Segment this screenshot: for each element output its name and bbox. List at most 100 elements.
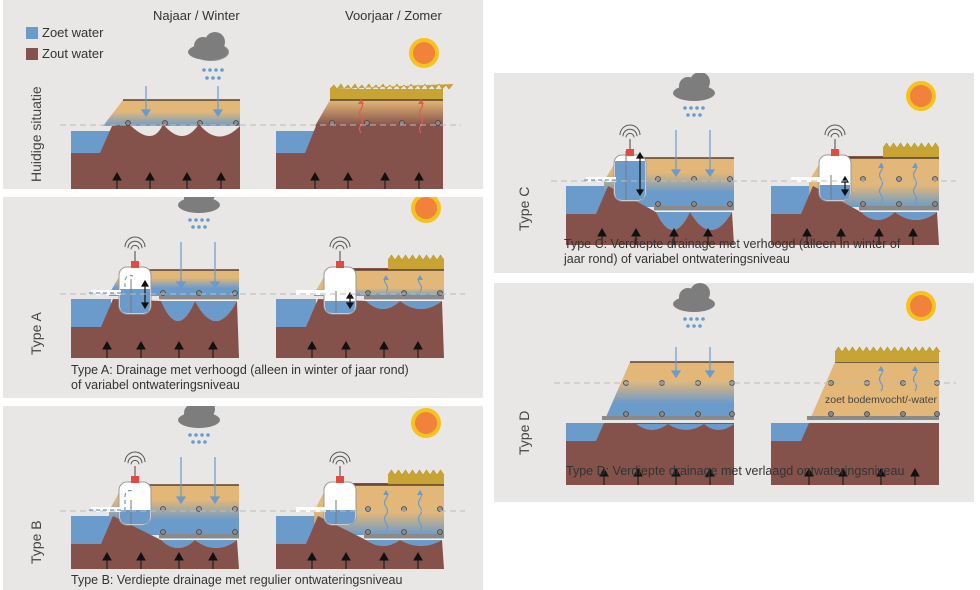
surface-line: [328, 483, 388, 485]
cloud-icon: [178, 197, 220, 213]
drain-pipe: [932, 201, 938, 207]
arrow-head: [417, 275, 423, 280]
caption: Type C: Verdiepte drainage met verhoogd …: [564, 237, 900, 267]
drain-pipe: [896, 176, 902, 182]
salt-soil: [276, 299, 444, 358]
scene-winter: [71, 32, 240, 189]
wifi-arc: [127, 240, 143, 249]
side-label: Type B: [28, 520, 44, 564]
sensor: [131, 476, 139, 483]
arrow-head: [208, 340, 218, 350]
salt-soil: [276, 516, 444, 569]
sun-icon: [411, 197, 441, 223]
sun-icon: [906, 291, 936, 321]
sun-disc: [415, 412, 437, 434]
arrow-head: [633, 467, 643, 477]
arrow-head: [209, 496, 221, 505]
sand-layer: [606, 362, 734, 417]
cloud-part: [178, 197, 220, 213]
rain-icon: [188, 433, 210, 444]
freshwater-lens: [366, 301, 444, 309]
legend-label: Zoet water: [42, 25, 104, 40]
drain-pipe: [623, 411, 629, 417]
raindrop: [188, 433, 192, 437]
raindrop: [692, 324, 696, 328]
legend-item-zout: Zout water: [26, 43, 103, 64]
raindrop: [200, 433, 204, 437]
arrow-head: [136, 551, 146, 561]
drain-pipe: [437, 529, 443, 535]
sun-disc: [910, 85, 932, 107]
cloud-icon: [178, 406, 220, 428]
arrow-head: [140, 279, 150, 287]
caption: Type B: Verdiepte drainage met regulier …: [71, 573, 402, 588]
arrow-head: [379, 551, 389, 561]
annotation-zoet-bodemvocht: zoet bodemvocht/-water: [825, 394, 938, 406]
grass-layer: [388, 260, 444, 270]
arrow-head: [175, 281, 187, 290]
drain-pipe: [691, 201, 697, 207]
raindrop: [188, 218, 192, 222]
sun-icon: [409, 38, 439, 68]
scene-winter: [566, 73, 734, 245]
raindrop: [200, 218, 204, 222]
scene-winter: [566, 283, 735, 485]
sand-layer: [315, 100, 443, 126]
wifi-arc: [130, 244, 140, 250]
grass-tips: [329, 83, 454, 90]
seepage-arrows: [310, 171, 424, 189]
diagram-type-b: [60, 406, 465, 569]
drain-pipes: [860, 176, 938, 182]
caption-line: Type B: Verdiepte drainage met regulier …: [71, 573, 403, 587]
drain-pipe: [196, 529, 202, 535]
wifi-arc: [127, 455, 143, 464]
arrow-head: [836, 227, 846, 237]
salt-soil: [71, 124, 240, 189]
arrow-head: [383, 490, 389, 495]
caption: Type A: Drainage met verhoogd (alleen in…: [71, 363, 409, 393]
raindrop: [203, 225, 207, 229]
scene-summer: [771, 291, 941, 485]
drain-tube: [159, 295, 239, 300]
raindrop: [695, 317, 699, 321]
seepage-arrows: [599, 467, 715, 485]
salt-soil: [771, 423, 939, 485]
raindrop: [698, 113, 702, 117]
raindrop: [686, 113, 690, 117]
arrow-head: [908, 227, 918, 237]
grass-layer: [835, 352, 939, 362]
drain-pipe: [196, 290, 202, 296]
sun-disc: [415, 197, 437, 219]
drain-pipes: [655, 201, 733, 207]
wifi-arc: [329, 451, 351, 463]
drain-pipe: [232, 529, 238, 535]
cloud-icon: [188, 32, 229, 61]
arrow-head: [635, 189, 645, 197]
seepage-arrows: [804, 467, 920, 485]
drain-tube: [159, 534, 239, 539]
seepage-arrows: [307, 551, 423, 569]
drain-tube: [859, 206, 939, 211]
seepage-arrows: [112, 171, 226, 189]
outlet-pipe: [791, 177, 821, 182]
sensor: [336, 261, 344, 268]
well-water: [325, 510, 355, 524]
arrow-head: [912, 366, 918, 371]
arrow-head: [209, 281, 221, 290]
wifi-arc: [124, 236, 146, 248]
raindrop: [206, 218, 210, 222]
drain-pipe: [860, 201, 866, 207]
level-adjust-arrow: [345, 291, 355, 310]
flow-path: [89, 489, 134, 511]
side-label: Type A: [28, 312, 44, 355]
arrow-head: [341, 340, 351, 350]
wifi-icon: [124, 236, 146, 250]
arrow-head: [838, 467, 848, 477]
infiltration-arrows: [175, 242, 221, 290]
scene-winter: [71, 197, 239, 358]
diagram-type-a: [60, 197, 465, 358]
caption-line: Type C: Verdiepte drainage met verhoogd …: [564, 237, 901, 251]
sun-disc: [910, 295, 932, 317]
grass-tips: [387, 254, 445, 261]
arrow-head: [413, 340, 423, 350]
